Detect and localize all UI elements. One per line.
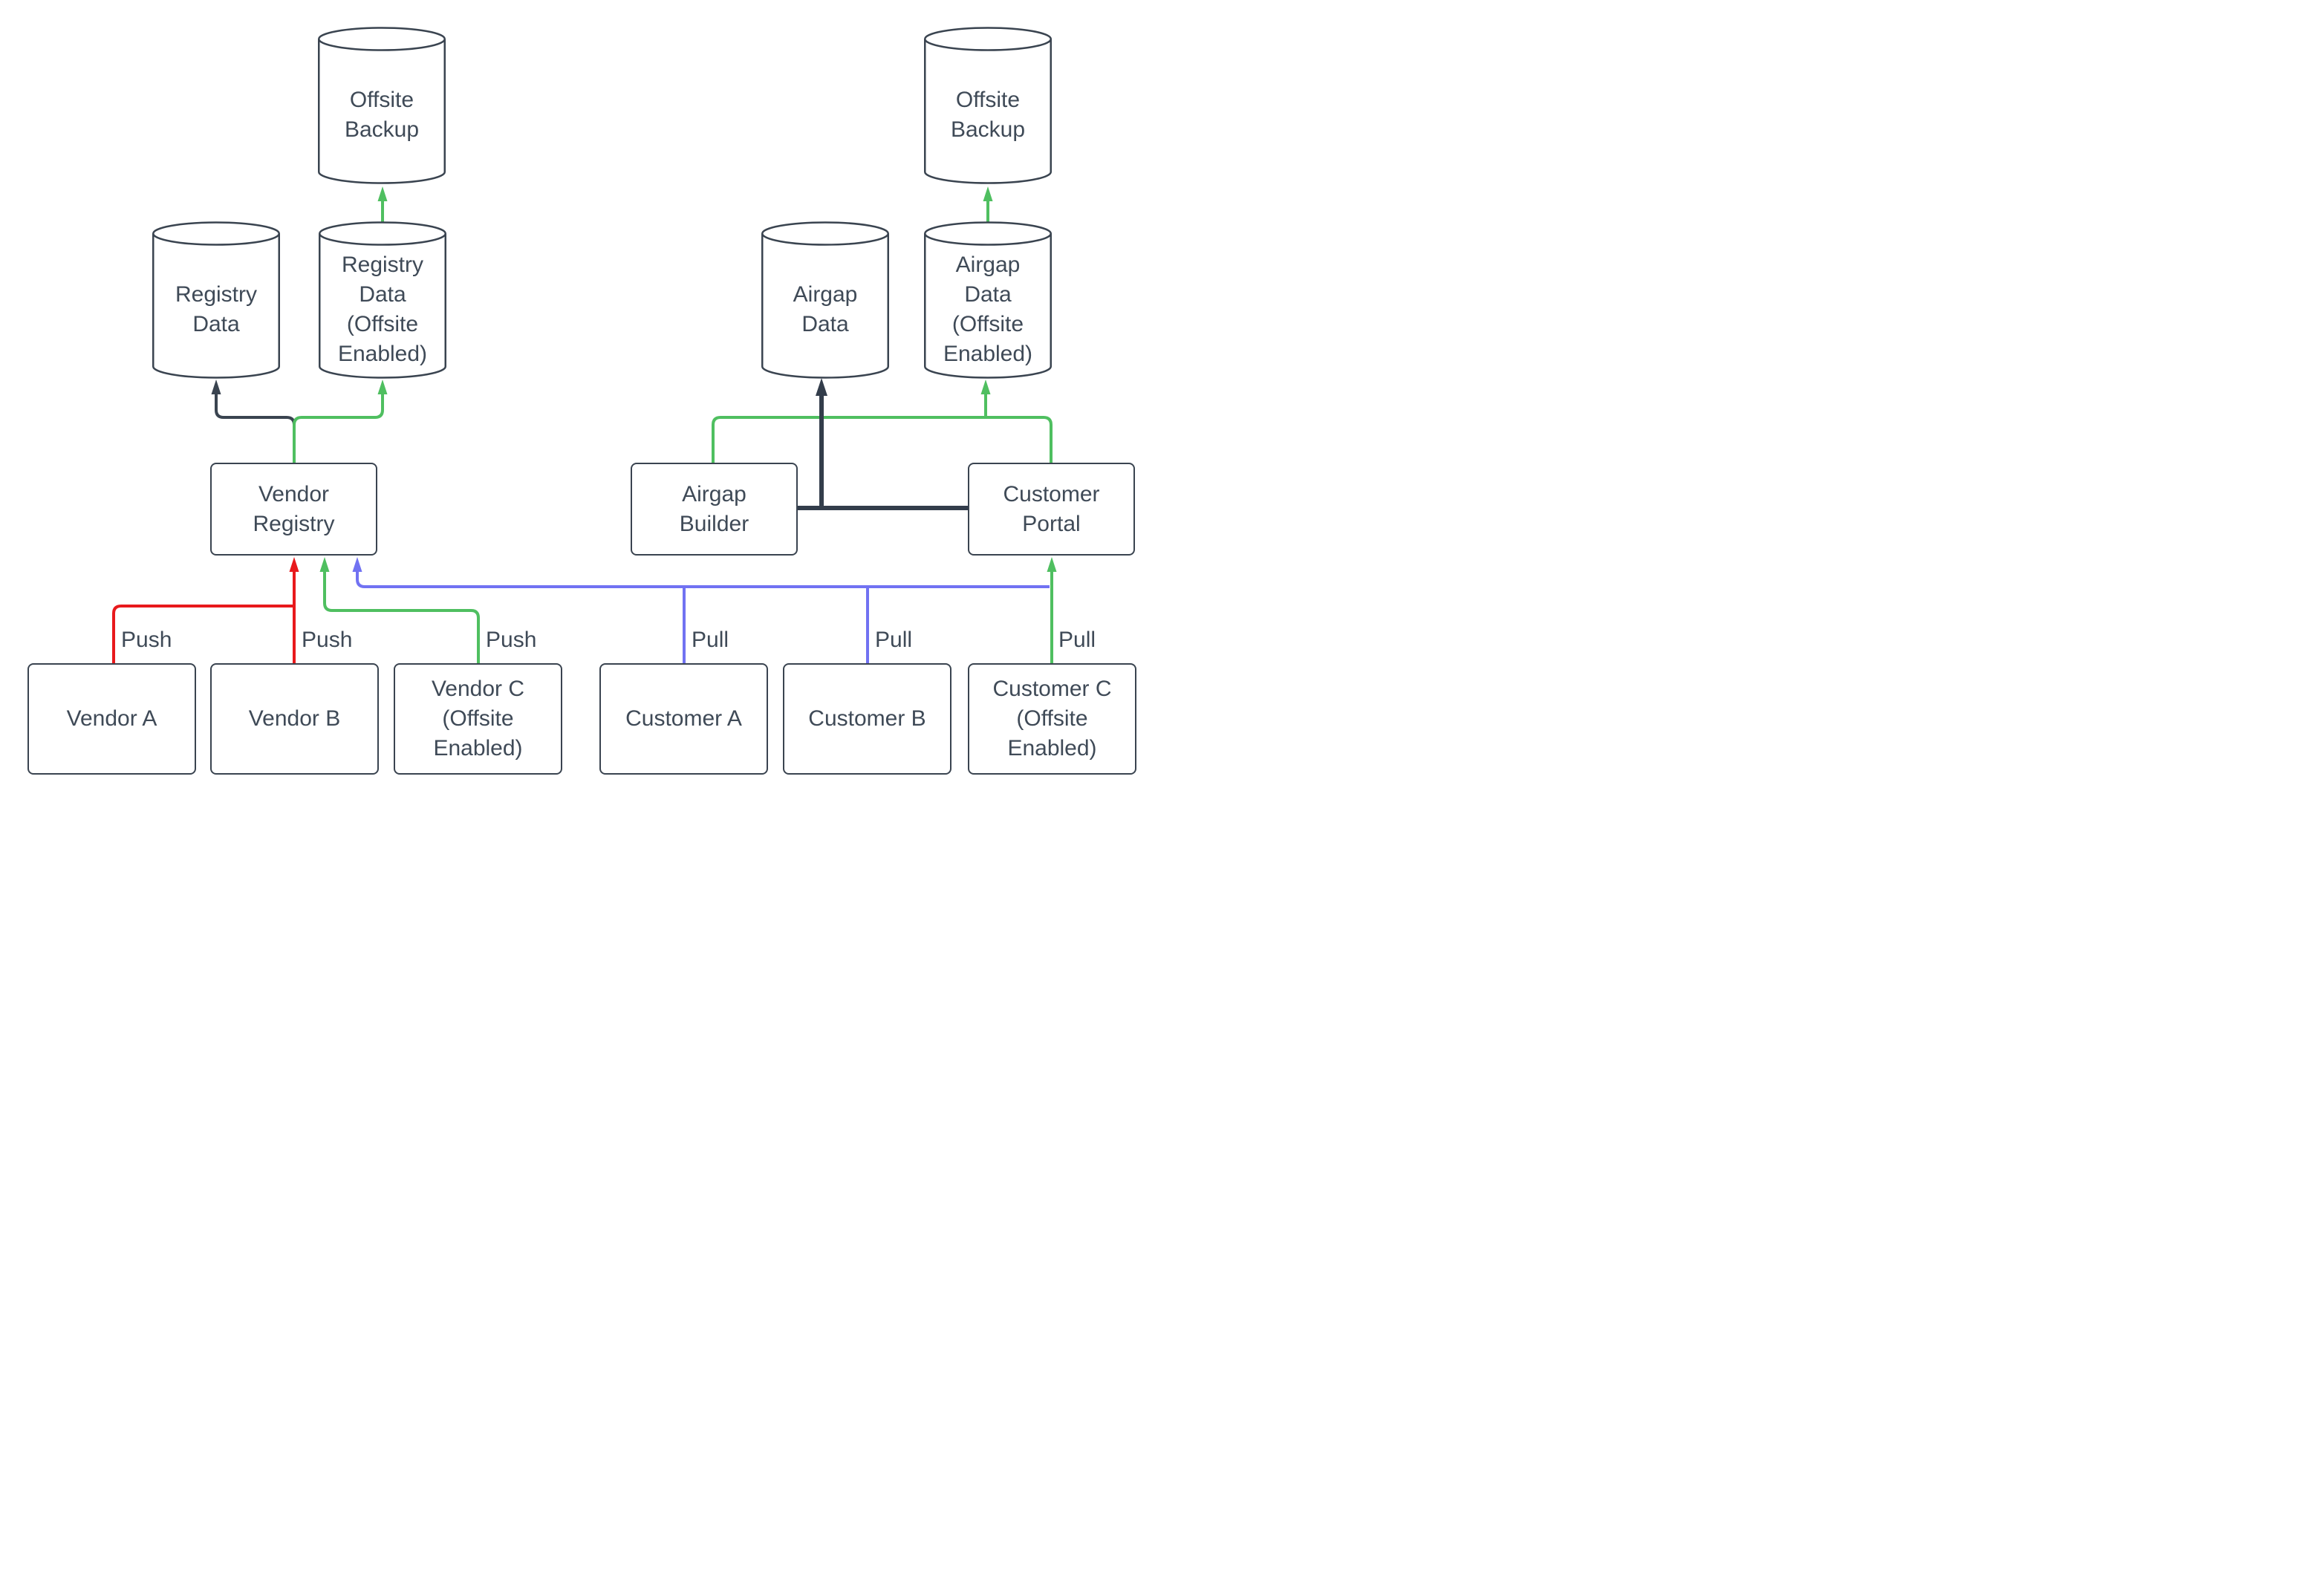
box-label: Customer C (Offsite Enabled): [992, 677, 1112, 760]
offsite-backup-left-cylinder: Offsite Backup: [318, 27, 446, 184]
cylinder-label: Airgap Data: [793, 282, 858, 336]
customer-c-box: Customer C (Offsite Enabled): [968, 663, 1136, 775]
vendor-b-box: Vendor B: [210, 663, 379, 775]
registry-data-offsite-cylinder: Registry Data (Offsite Enabled): [319, 221, 446, 379]
push-label-vendor-a: Push: [121, 628, 172, 652]
airgap-data-offsite-cylinder: Airgap Data (Offsite Enabled): [924, 221, 1052, 379]
edge-vendor-c-push: [323, 572, 480, 663]
edge-vendor-a-push: [112, 605, 293, 663]
arrowhead-vendor-registry-blue: [352, 557, 362, 572]
cylinder-label: Registry Data: [175, 282, 258, 336]
airgap-builder-box: Airgap Builder: [631, 463, 798, 556]
arrowhead-airgap-data: [816, 378, 827, 396]
arrowhead-registry-data-offsite: [377, 380, 388, 394]
pull-label-customer-b: Pull: [875, 628, 913, 652]
registry-data-cylinder: Registry Data: [152, 221, 280, 379]
customer-a-box: Customer A: [599, 663, 768, 775]
vendor-c-box: Vendor C (Offsite Enabled): [394, 663, 562, 775]
box-label: Vendor C (Offsite Enabled): [431, 677, 525, 760]
edge-registry-to-registry-data-offsite: [293, 393, 384, 463]
cylinder-label: Registry Data (Offsite Enabled): [337, 253, 428, 366]
pull-label-customer-a: Pull: [692, 628, 729, 652]
box-label: Vendor Registry: [253, 481, 335, 536]
vendor-registry-box: Vendor Registry: [210, 463, 377, 556]
cylinder-label: Offsite Backup: [950, 88, 1026, 142]
cylinder-label: Offsite Backup: [344, 88, 420, 142]
arrowhead-registry-data: [211, 380, 221, 394]
customer-portal-box: Customer Portal: [968, 463, 1135, 556]
edge-airgap-offsite-y: [712, 416, 1053, 463]
diagram-canvas: Offsite Backup Offsite Backup Registry D…: [0, 0, 1156, 798]
vendor-a-box: Vendor A: [27, 663, 196, 775]
arrowhead-vendor-registry-green: [319, 557, 330, 572]
cylinder-label: Airgap Data (Offsite Enabled): [943, 253, 1033, 366]
push-label-vendor-c: Push: [486, 628, 537, 652]
box-label: Customer A: [625, 706, 742, 731]
box-label: Customer B: [808, 706, 926, 731]
box-label: Airgap Builder: [679, 481, 749, 536]
pull-label-customer-c: Pull: [1058, 628, 1096, 652]
push-label-vendor-b: Push: [302, 628, 353, 652]
customer-b-box: Customer B: [783, 663, 951, 775]
arrowhead-vendor-registry-red: [289, 557, 299, 572]
offsite-backup-right-cylinder: Offsite Backup: [924, 27, 1052, 184]
arrowhead-offsite-backup-left: [377, 186, 388, 201]
arrowhead-customer-portal: [1047, 557, 1057, 572]
edge-customer-pull-trunk: [356, 572, 1050, 588]
box-label: Customer Portal: [1003, 481, 1100, 536]
connector-layer: [112, 186, 1057, 663]
airgap-data-cylinder: Airgap Data: [761, 221, 889, 379]
arrowhead-airgap-data-offsite: [980, 380, 991, 394]
edge-registry-to-registry-data: [215, 393, 296, 463]
box-label: Vendor A: [66, 706, 157, 731]
arrowhead-offsite-backup-right: [983, 186, 993, 201]
box-label: Vendor B: [248, 706, 341, 731]
